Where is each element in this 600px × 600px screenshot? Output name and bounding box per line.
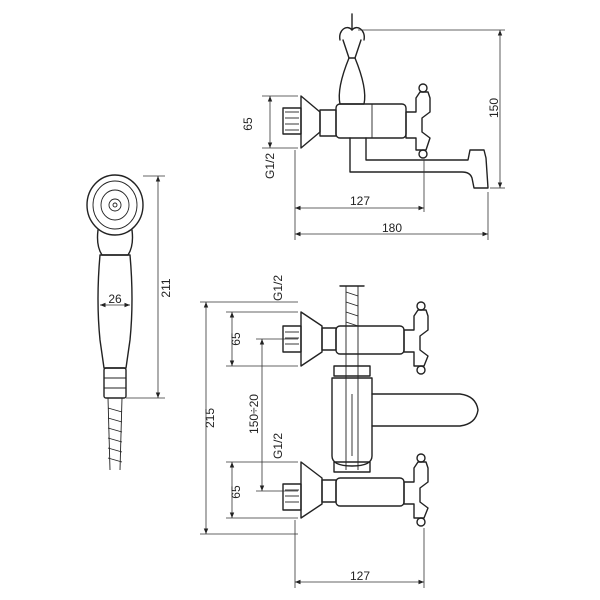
front-thread-height-bottom-label: 65 [229,485,243,499]
hand-shower [86,174,165,471]
front-center-body [331,377,373,467]
front-view-mixer [200,285,479,588]
top-width-outer-label: 180 [382,221,402,235]
top-thread-height-label: 65 [241,117,255,131]
front-thread-bottom-label: G1/2 [271,433,285,459]
top-width-inner-label: 127 [350,194,370,208]
shower-length-label: 211 [159,278,173,297]
front-centers-label: 150÷20 [247,394,261,434]
shower-handle [97,254,133,369]
front-total-height-label: 215 [203,408,217,428]
top-height-label: 150 [487,98,501,118]
top-view-mixer [262,13,505,240]
front-thread-top-label: G1/2 [271,275,285,301]
top-thread-label: G1/2 [263,153,277,179]
top-body [335,103,407,139]
front-upper-handle [403,309,429,367]
top-spout [349,137,489,189]
front-spout [371,393,479,427]
top-escutcheon [300,95,321,149]
shower-head [86,174,144,236]
shower-diameter-label: 26 [108,292,122,306]
shower-hose [107,397,123,471]
front-width-label: 127 [350,569,370,583]
top-cross-handle [405,91,431,151]
front-lower-handle [403,461,429,519]
front-thread-height-top-label: 65 [229,332,243,346]
front-lower-body [335,477,405,507]
front-lower-thread [282,483,302,511]
